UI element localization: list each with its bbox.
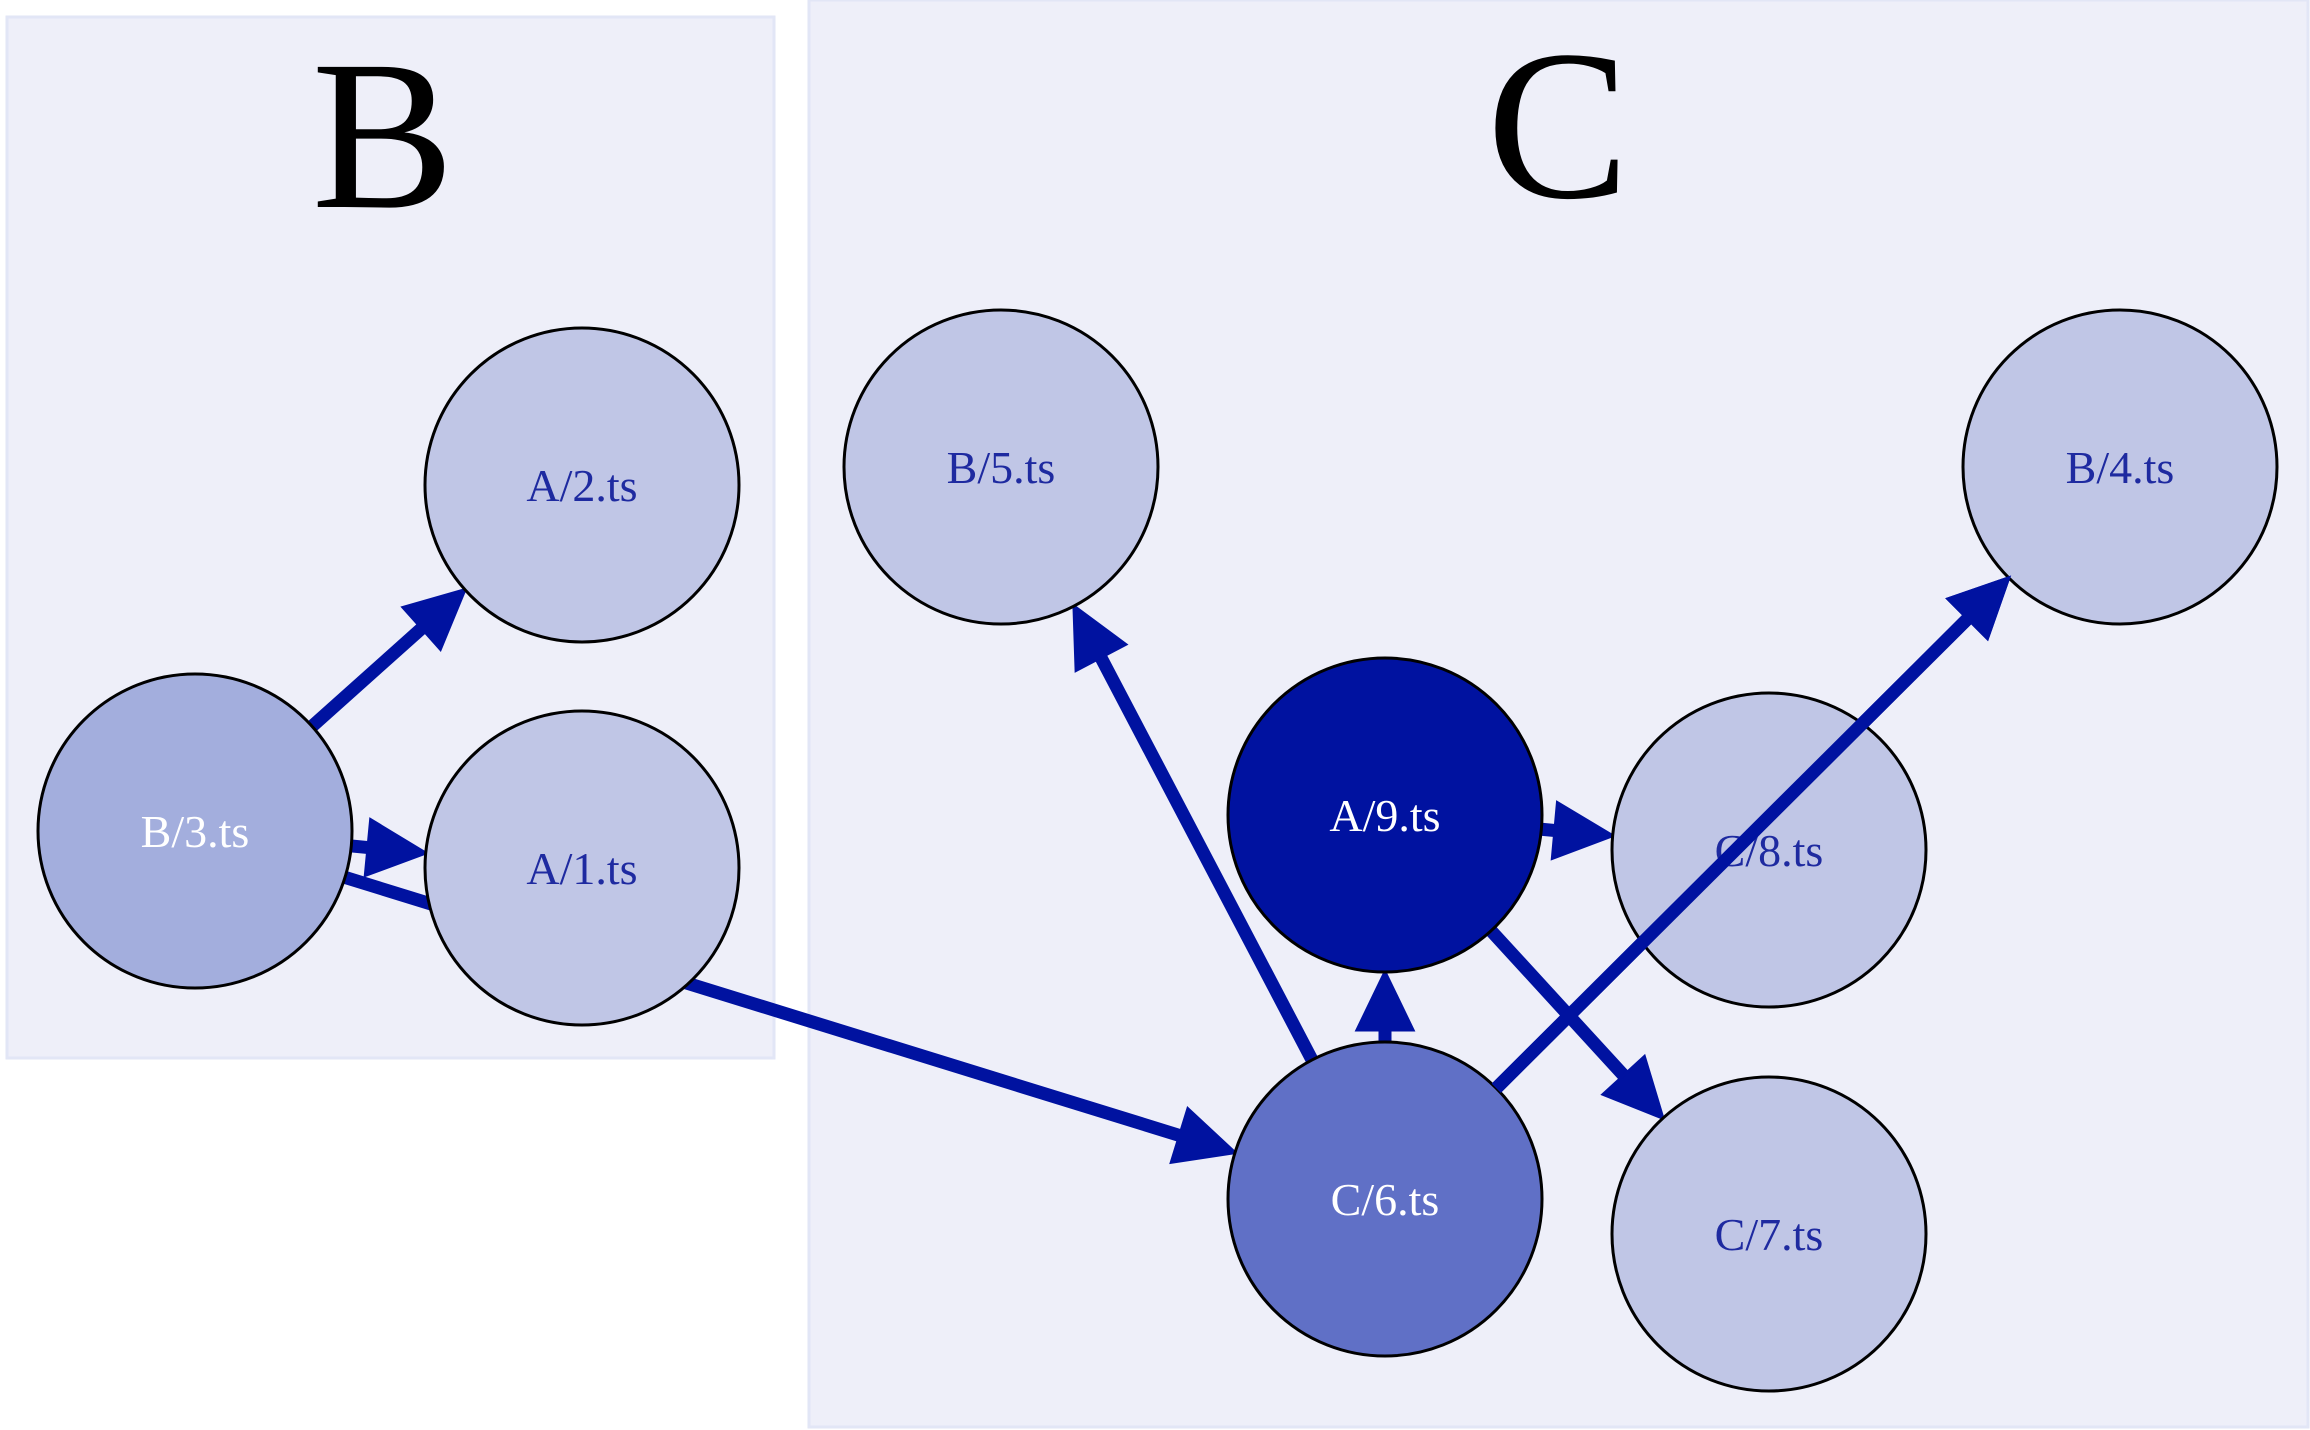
edge <box>350 817 430 878</box>
node-label: C/7.ts <box>1715 1209 1824 1260</box>
node-circle[interactable] <box>1226 656 1544 974</box>
edge <box>1354 968 1416 1042</box>
node-label: A/1.ts <box>526 843 637 894</box>
node-circle[interactable] <box>1961 308 2279 626</box>
cluster-c: C <box>807 0 2310 1429</box>
edge-arrowhead <box>363 817 430 878</box>
edge-overlay <box>1491 575 2012 1093</box>
edge-arrowhead <box>1945 575 2012 642</box>
node-label: A/9.ts <box>1329 790 1440 841</box>
node-circle[interactable] <box>1226 1040 1544 1358</box>
node-b-4-ts[interactable]: B/4.ts <box>1961 308 2279 626</box>
node-b-3-ts[interactable]: B/3.ts <box>36 672 354 990</box>
edge-arrowhead <box>400 587 468 652</box>
node-label: B/4.ts <box>2066 442 2175 493</box>
node-c-7-ts[interactable]: C/7.ts <box>1610 1075 1928 1393</box>
node-circle[interactable] <box>1610 691 1928 1009</box>
edge-arrowhead <box>1550 800 1617 861</box>
edge-line <box>1491 611 1976 1093</box>
node-c-6-ts[interactable]: C/6.ts <box>1226 1040 1544 1358</box>
node-circle[interactable] <box>423 326 741 644</box>
edge-line <box>1486 926 1632 1083</box>
node-label: B/5.ts <box>947 442 1056 493</box>
edge <box>1540 800 1617 861</box>
node-circle[interactable] <box>36 672 354 990</box>
edge <box>1486 926 1666 1121</box>
node-b-5-ts[interactable]: B/5.ts <box>842 308 1160 626</box>
edge-arrowhead <box>1169 1106 1239 1165</box>
nodes-layer: A/2.tsA/1.ts B/3.ts B/5.ts B/4.tsA/9.ts C/8.… <box>36 308 2279 1393</box>
node-c-8-ts[interactable]: C/8.ts <box>1610 691 1928 1009</box>
node-circle[interactable] <box>423 709 741 1027</box>
cluster-title: C <box>1487 7 1630 244</box>
edge-arrowhead <box>1354 968 1416 1032</box>
node-label: B/3.ts <box>141 806 250 857</box>
edge <box>1072 602 1318 1063</box>
edge <box>307 587 468 732</box>
node-a-1-ts[interactable]: A/1.ts <box>423 709 741 1027</box>
node-circle[interactable] <box>1610 1075 1928 1393</box>
node-a-9-ts[interactable]: A/9.ts <box>1226 656 1544 974</box>
edge-line <box>1093 650 1318 1063</box>
cluster-box <box>807 0 2310 1429</box>
node-label: A/2.ts <box>526 460 637 511</box>
edge-arrowhead <box>1600 1053 1666 1121</box>
edge-arrowhead <box>1072 602 1129 673</box>
node-circle[interactable] <box>842 308 1160 626</box>
edge-line <box>307 620 430 732</box>
node-label: C/6.ts <box>1331 1174 1440 1225</box>
cluster-title: B <box>312 17 455 254</box>
node-a-2-ts[interactable]: A/2.ts <box>423 326 741 644</box>
